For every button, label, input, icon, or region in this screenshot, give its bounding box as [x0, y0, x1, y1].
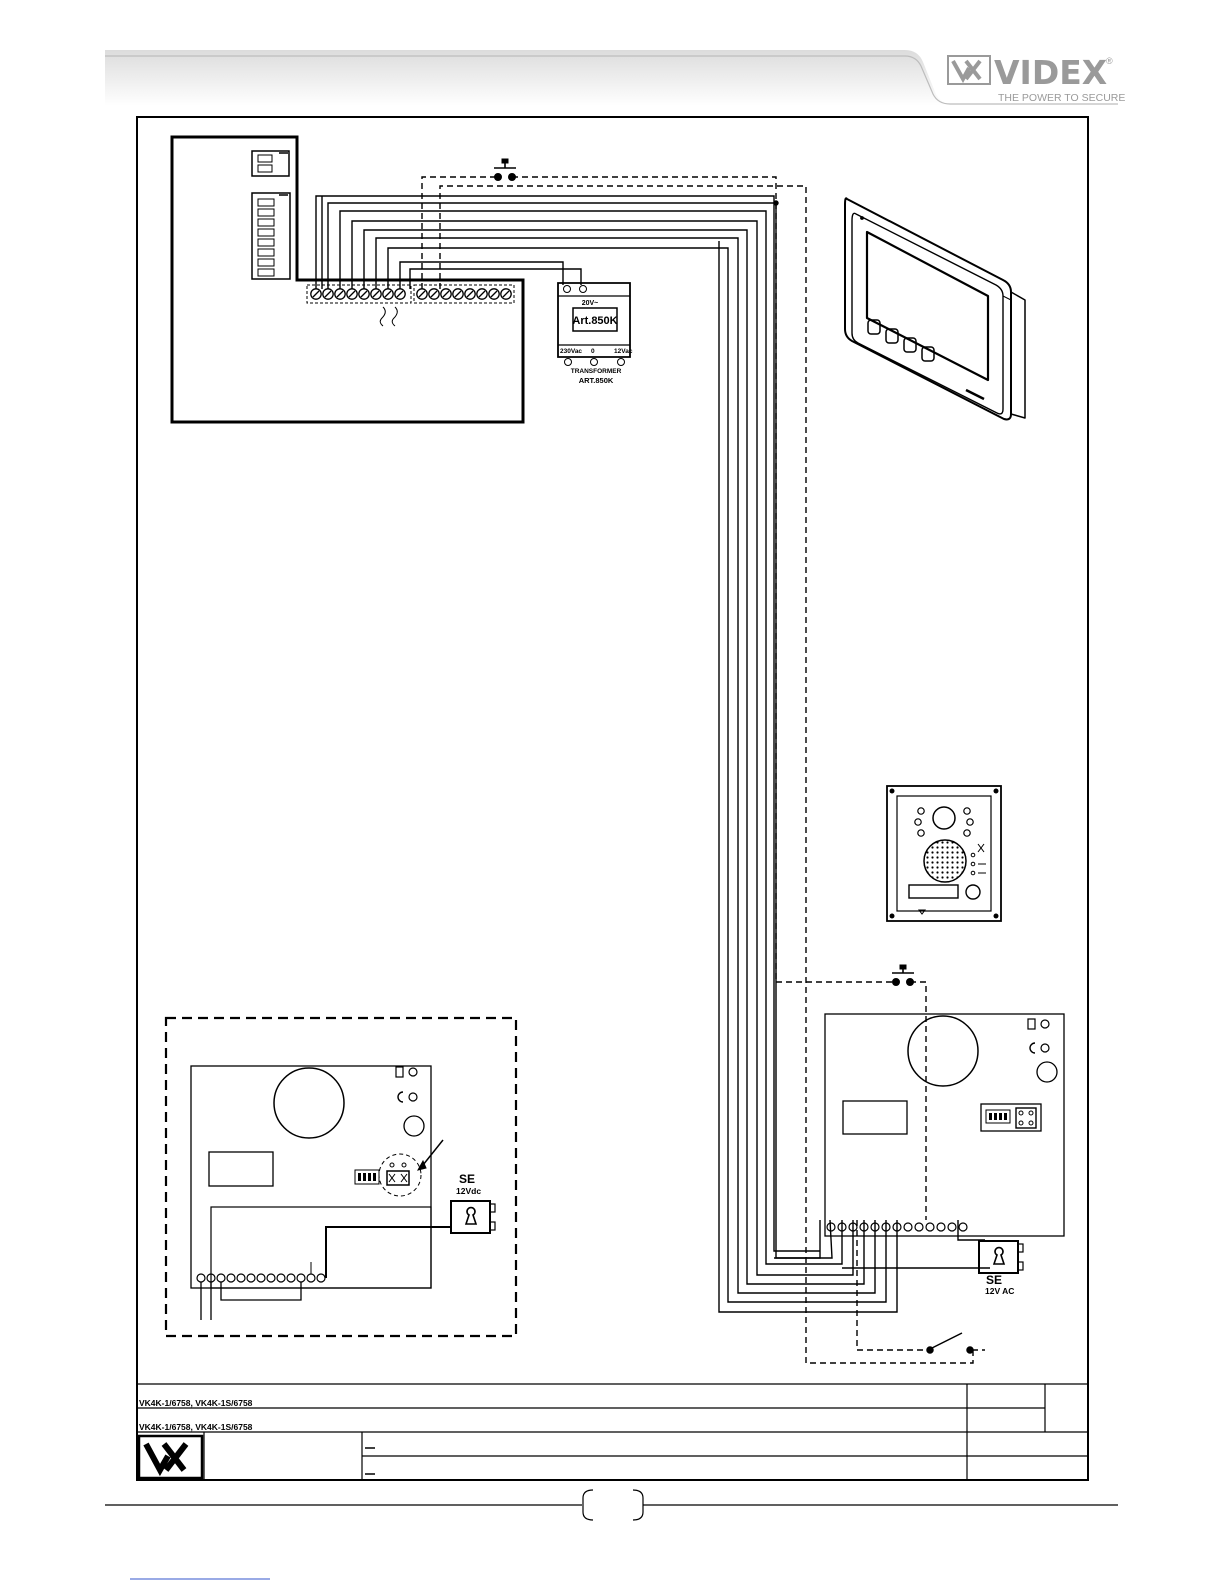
- vx-mark-icon: [146, 1444, 186, 1470]
- transformer-caption-line1: TRANSFORMER: [571, 368, 622, 375]
- audio-module: [825, 1014, 1064, 1273]
- lock-left-voltage: 12Vdc: [456, 1186, 481, 1196]
- push-button-bottom: [892, 965, 914, 986]
- video-monitor: [845, 198, 1025, 419]
- wiring-bundle: [297, 196, 990, 1312]
- lock-left-label: SE: [459, 1172, 475, 1186]
- speaker-grille-icon: [924, 840, 966, 882]
- camera-lens-icon: [933, 807, 955, 829]
- lock-right-voltage: 12V AC: [985, 1286, 1014, 1296]
- brand-name: VIDEX: [994, 53, 1107, 92]
- transformer-top-label: 20V~: [582, 300, 599, 307]
- inset-speaker-icon: [274, 1068, 344, 1138]
- transformer-art850k: 20V~ Art.850K 230Vac 0 12Vac TRANSFORMER…: [558, 283, 633, 385]
- page-footer: [105, 1490, 1118, 1520]
- lock-keyhole-icon: [994, 1248, 1004, 1264]
- call-button-icon: [966, 885, 980, 899]
- transformer-input-label: 230Vac: [560, 348, 582, 355]
- brand-registered: ®: [1106, 56, 1113, 66]
- door-panel: [887, 786, 1001, 921]
- control-unit: [172, 137, 523, 422]
- videx-logo: VIDEX ® THE POWER TO SECURE: [948, 53, 1125, 104]
- transformer-caption-line2: ART.850K: [579, 376, 614, 385]
- transformer-output-label: 12Vac: [614, 348, 633, 355]
- lock-right-label: SE: [986, 1273, 1002, 1287]
- transformer-zero-label: 0: [591, 348, 595, 355]
- name-card-window: [909, 885, 958, 898]
- push-button-top: [494, 159, 516, 181]
- lock-keyhole-icon: [466, 1208, 476, 1224]
- brand-tagline: THE POWER TO SECURE: [998, 92, 1125, 104]
- title-block: [137, 1384, 1088, 1480]
- transformer-model-label: Art.850K: [572, 315, 617, 327]
- vx-logo-mark-icon: [953, 61, 980, 79]
- vx-title-logo: [139, 1436, 202, 1478]
- dashed-wiring: [422, 177, 985, 1363]
- module-speaker-icon: [908, 1016, 978, 1086]
- switch-contact: [927, 1333, 973, 1353]
- title-block-row2: VK4K-1/6758, VK4K-1S/6758: [139, 1422, 253, 1432]
- title-block-row1: VK4K-1/6758, VK4K-1S/6758: [139, 1398, 253, 1408]
